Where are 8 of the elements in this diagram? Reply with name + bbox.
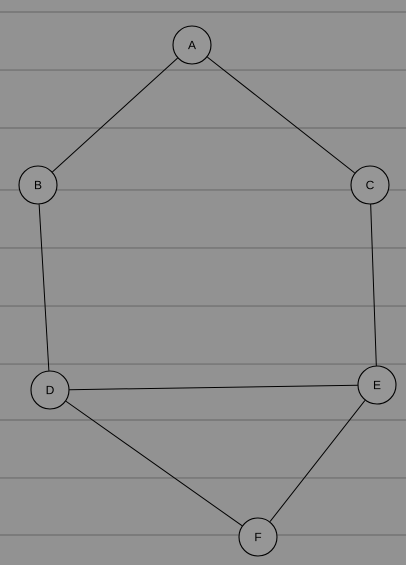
edge-line [69,384,358,390]
edge-line [38,204,50,371]
node-label: F [255,532,262,542]
edge-line [370,204,377,366]
edge-line [206,56,356,174]
edge-line [65,400,243,526]
edge-line [52,58,178,172]
edge-line [270,400,366,522]
